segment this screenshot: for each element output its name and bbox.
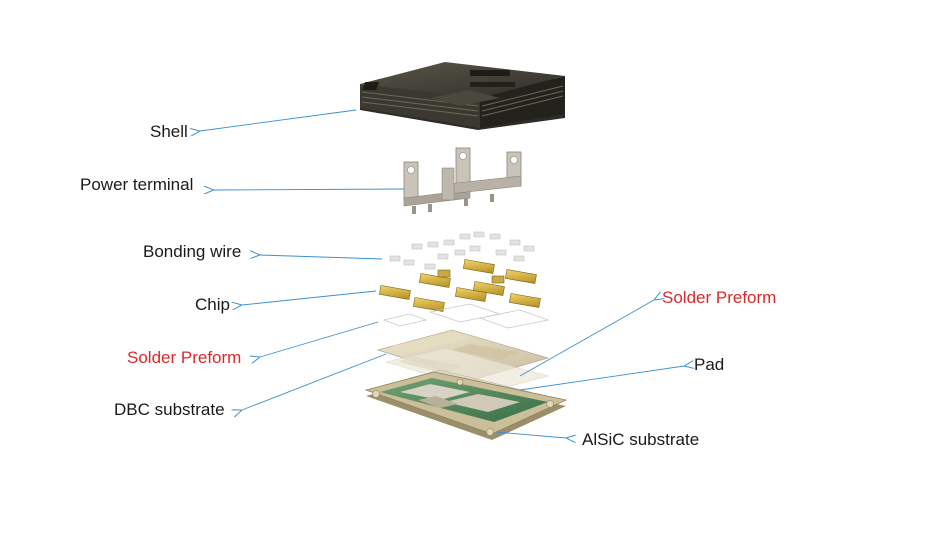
label-shell: Shell [150, 122, 188, 141]
shell-body [360, 62, 565, 130]
arrow-power-terminal [214, 189, 405, 190]
label-solder-preform-right: Solder Preform [662, 288, 777, 307]
leader-arrows [200, 109, 684, 438]
arrow-chip [242, 290, 377, 305]
label-solder-preform-left: Solder Preform [127, 348, 242, 367]
arrow-solder-preform-left [260, 321, 379, 357]
label-chip: Chip [195, 295, 230, 314]
label-power-terminal: Power terminal [80, 175, 194, 194]
arrow-pad [519, 366, 684, 391]
label-pad: Pad [694, 355, 725, 374]
arrow-alsic-substrate [495, 431, 566, 438]
shell-layer [360, 62, 565, 130]
power-terminal-right [412, 147, 522, 214]
label-alsic-substrate: AlSiC substrate [582, 430, 700, 449]
solder-preform-upper-layer [382, 303, 550, 329]
chip-layer [379, 259, 541, 312]
arrow-shell [200, 109, 357, 131]
arrow-dbc-substrate [242, 353, 387, 410]
label-bonding-wire: Bonding wire [143, 242, 242, 261]
label-dbc-substrate: DBC substrate [114, 400, 225, 419]
arrow-bonding-wire [260, 255, 383, 260]
bonding-wire-layer [389, 231, 535, 270]
alsic-substrate [364, 371, 568, 440]
power-terminal-layer [403, 147, 522, 214]
arrow-solder-preform-right [519, 300, 654, 377]
